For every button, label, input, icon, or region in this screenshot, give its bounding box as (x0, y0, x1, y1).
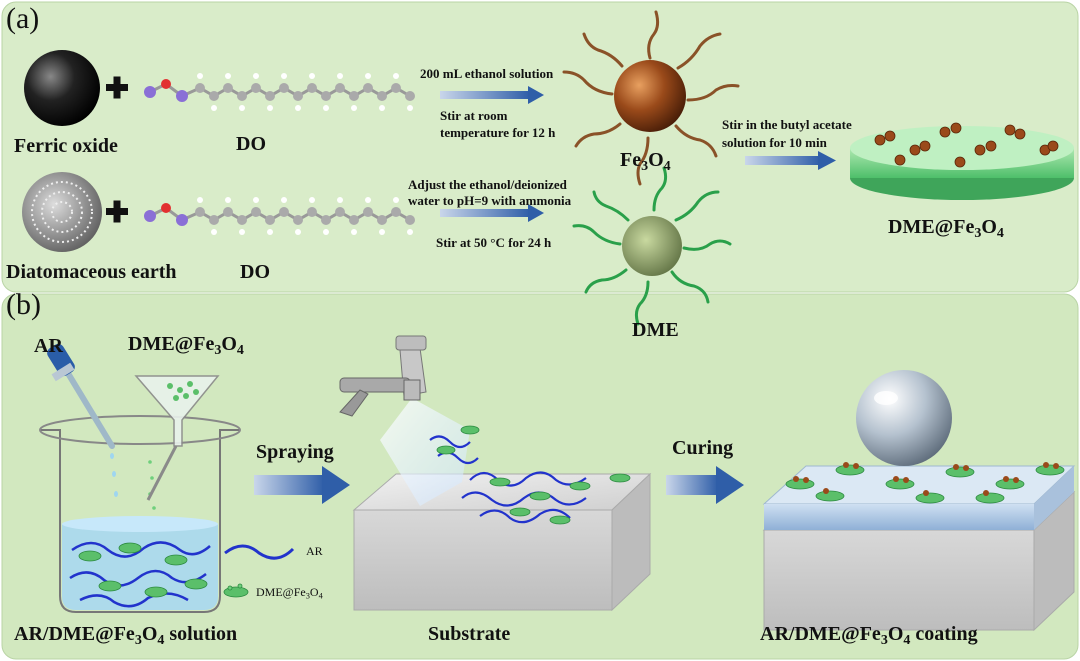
spray-gun-icon (339, 335, 470, 506)
step-2-top-text-2: water to pH=9 with ammonia (408, 193, 572, 208)
curing-label: Curing (672, 437, 734, 459)
step-1-bottom-text-1: Stir at room (440, 108, 508, 123)
dme-particle-icon (572, 166, 732, 326)
do-label: DO (240, 261, 270, 283)
legend-dme-swatch (223, 583, 249, 598)
step-1-bottom-text-2: temperature for 12 h (440, 125, 556, 140)
solution-label: AR/DME@Fe3O4 solution (14, 623, 238, 649)
fe3o4-label: Fe3O4 (620, 149, 671, 175)
panel-b-tag: (b) (6, 288, 41, 321)
legend-dme-fe3o4-label: DME@Fe3O4 (256, 585, 323, 601)
plus-icon (106, 200, 128, 223)
substrate-block-icon (352, 472, 652, 612)
diatomaceous-earth-label: Diatomaceous earth (6, 261, 177, 283)
spraying-label: Spraying (256, 441, 334, 463)
final-step-text-1: Stir in the butyl acetate (722, 117, 852, 132)
funnel-dme-fe3o4-label: DME@Fe3O4 (128, 333, 244, 359)
final-step-text-2: solution for 10 min (722, 135, 827, 150)
do-molecule-icon (144, 73, 415, 111)
sprayed-coating-mesh (429, 425, 631, 525)
dme-fe3o4-label: DME@Fe3O4 (888, 216, 1004, 242)
arrow-curing (666, 466, 744, 504)
funnel-icon (134, 375, 220, 501)
arrow-spraying (254, 466, 350, 504)
ar-label: AR (34, 335, 63, 357)
step-1-top-text: 200 mL ethanol solution (420, 66, 554, 81)
coated-substrate-icon (762, 370, 1076, 632)
substrate-label: Substrate (428, 623, 511, 645)
do-label: DO (236, 133, 266, 155)
legend-ar-label: AR (306, 544, 323, 558)
panel-a-tag: (a) (6, 2, 40, 35)
dme-fe3o4-disk-icon (850, 122, 1074, 200)
legend-ar-swatch (224, 544, 295, 560)
diatomaceous-earth-particle (22, 172, 102, 252)
plus-icon (106, 76, 128, 99)
ferric-oxide-particle (24, 50, 100, 126)
ferric-oxide-label: Ferric oxide (14, 135, 118, 157)
do-molecule-icon (144, 197, 415, 235)
step-2-top-text-1: Adjust the ethanol/deionized (408, 177, 567, 192)
coating-label: AR/DME@Fe3O4 coating (760, 623, 978, 649)
dme-label: DME (632, 319, 679, 341)
arrow-step-3 (745, 151, 836, 170)
arrow-step-1 (440, 86, 544, 104)
step-2-bottom-text: Stir at 50 °C for 24 h (436, 235, 552, 250)
arrow-step-2 (440, 204, 544, 222)
fe3o4-particle-icon (562, 10, 740, 186)
dropper-icon (47, 343, 115, 449)
beaker-icon (39, 415, 241, 613)
